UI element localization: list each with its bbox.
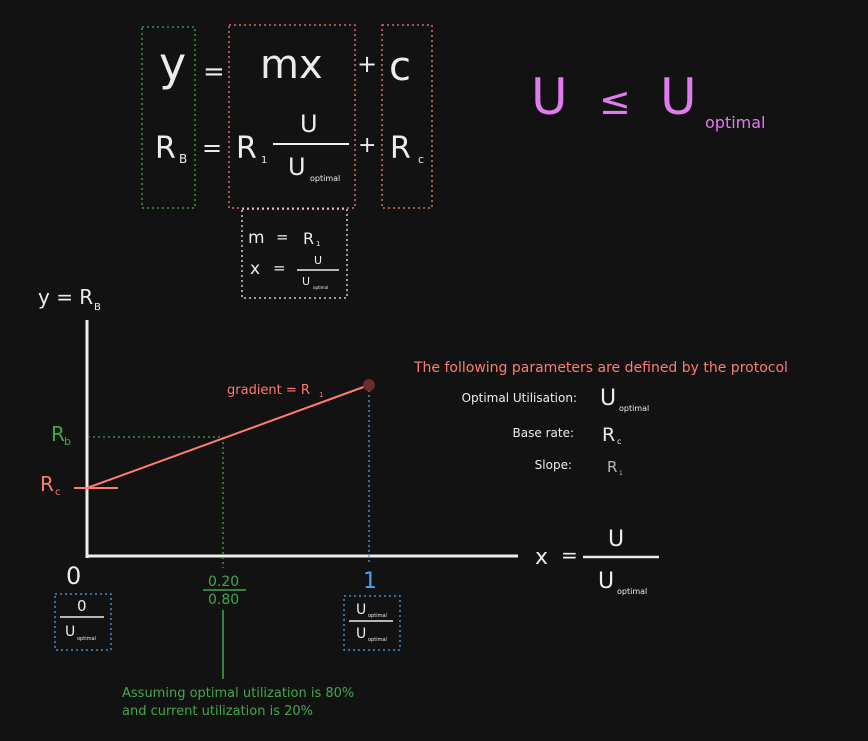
def-u-denominator: U <box>302 275 310 288</box>
def-r1-main: R <box>303 229 314 248</box>
y-axis-label-text: y = R <box>38 285 93 309</box>
rc-label-sub: c <box>55 487 61 498</box>
rc-label-main: R <box>40 472 54 496</box>
zero-fraction: 0 U optimal <box>60 597 104 642</box>
note-line-2: and current utilization is 20% <box>122 704 313 719</box>
def-r1-sub: 1 <box>316 240 320 248</box>
eq-top-y: y <box>159 37 186 91</box>
mid-tick-label: 0.20 0.80 <box>203 574 246 608</box>
one-fraction-numerator-sub: optimal <box>368 613 387 619</box>
def-eq2: = <box>273 259 286 277</box>
param-slope-sub: 1 <box>619 470 623 477</box>
eq-u-numerator: U <box>300 110 318 138</box>
zero-fraction-denominator: U <box>65 624 75 640</box>
param-base-sub: c <box>617 437 621 446</box>
definitions: m = R 1 x = U U optimal <box>248 228 339 290</box>
rate-line <box>86 384 370 489</box>
c-term-box <box>381 24 433 209</box>
parameters-heading: The following parameters are defined by … <box>413 360 788 376</box>
y-term-box <box>141 26 196 209</box>
x-axis-u-numerator: U <box>608 527 624 552</box>
eq-rc-main: R <box>390 131 411 166</box>
rb-label-main: R <box>51 422 65 446</box>
eq-rb-sub: B <box>179 152 187 166</box>
definitions-box <box>241 208 348 299</box>
eq-r1-main: R <box>236 131 257 166</box>
mid-tick-denominator: 0.80 <box>208 592 239 608</box>
x-axis-label-x: x <box>535 545 548 570</box>
zero-fraction-denominator-sub: optimal <box>77 636 96 642</box>
assumption-note: Assuming optimal utilization is 80% and … <box>122 686 354 719</box>
x-axis-u-denominator: U <box>598 569 614 594</box>
x-axis-label-eq: = <box>561 543 578 567</box>
equation-bottom: R B = R 1 U U optimal + R c <box>155 110 424 183</box>
one-fraction: U optimal U optimal <box>349 602 393 643</box>
parameters-list: Optimal Utilisation: U optimal Base rate… <box>462 386 650 477</box>
eq-top-mx: mx <box>260 42 323 88</box>
def-m: m <box>248 228 265 248</box>
zero-fraction-numerator: 0 <box>77 597 87 615</box>
constraint-u-right: U <box>660 68 697 126</box>
def-u-numerator: U <box>314 254 322 267</box>
mid-tick-numerator: 0.20 <box>208 574 239 590</box>
eq-u-denominator: U <box>288 153 306 181</box>
origin-label: 0 <box>66 562 81 590</box>
eq-top-c: c <box>389 44 411 90</box>
param-slope-symbol: R <box>607 458 617 476</box>
one-fraction-denominator-sub: optimal <box>368 637 387 643</box>
def-x: x <box>250 259 260 279</box>
eq-top-equals: = <box>203 57 225 87</box>
x-axis-u-denominator-sub: optimal <box>617 587 647 596</box>
param-optimal-sub: optimal <box>619 404 649 413</box>
def-u-denominator-sub: optimal <box>313 285 328 290</box>
constraint-leq: ≤ <box>599 79 631 123</box>
box-zero-fraction <box>54 593 112 651</box>
rb-label-sub: b <box>64 435 71 448</box>
gradient-label-sub: 1 <box>319 391 323 399</box>
x-axis-label: x = U U optimal <box>535 527 659 596</box>
mx-term-box <box>228 24 356 209</box>
param-optimal-label: Optimal Utilisation: <box>462 391 577 405</box>
param-base-symbol: R <box>602 424 615 446</box>
endpoint-dot <box>363 379 375 391</box>
one-tick-label: 1 <box>363 569 377 594</box>
param-slope-label: Slope: <box>535 458 572 472</box>
one-fraction-numerator: U <box>356 602 366 618</box>
eq-rc-sub: c <box>418 153 424 166</box>
equation-top: y = mx + c <box>159 37 411 91</box>
eq-bottom-equals: = <box>202 134 222 162</box>
note-line-1: Assuming optimal utilization is 80% <box>122 686 354 701</box>
eq-r1-sub: 1 <box>261 155 267 166</box>
utilisation-constraint: U ≤ U optimal <box>531 68 766 132</box>
param-optimal-symbol: U <box>600 386 616 411</box>
constraint-sub: optimal <box>705 113 766 132</box>
eq-bottom-plus: + <box>358 133 376 158</box>
y-axis-label-sub: B <box>94 302 101 313</box>
gradient-label-text: gradient = R <box>227 383 310 398</box>
y-axis-label: y = R B <box>38 285 101 313</box>
one-fraction-denominator: U <box>356 626 366 642</box>
gradient-label: gradient = R 1 <box>227 383 323 399</box>
eq-rb-main: R <box>155 131 176 166</box>
param-base-label: Base rate: <box>513 426 574 440</box>
def-eq1: = <box>276 228 289 246</box>
constraint-u-left: U <box>531 68 568 126</box>
eq-top-plus: + <box>357 50 377 78</box>
eq-u-denominator-sub: optimal <box>310 174 340 183</box>
rc-label: R c <box>40 472 61 498</box>
rb-label: R b <box>51 422 71 448</box>
